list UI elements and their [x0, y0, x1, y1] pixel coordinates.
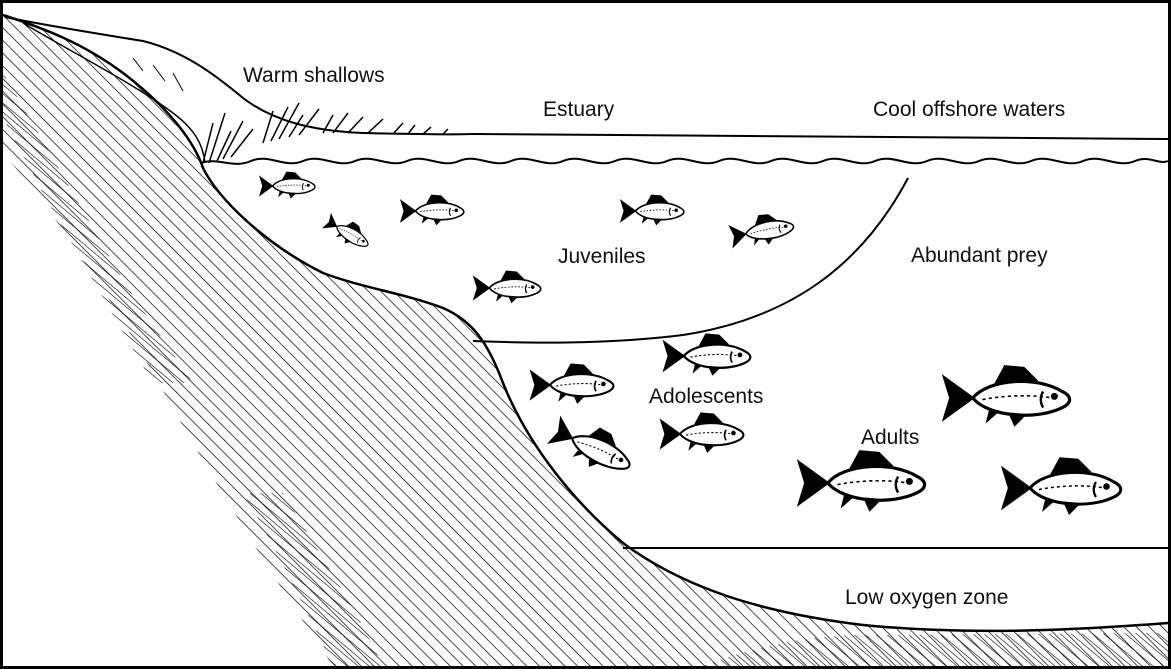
label-abundant-prey: Abundant prey — [911, 245, 1048, 266]
label-adolescents: Adolescents — [649, 386, 763, 407]
label-estuary: Estuary — [543, 99, 614, 120]
juvenile-zone-boundary — [473, 178, 908, 343]
water-surface — [201, 159, 1168, 164]
adolescent-fish — [531, 334, 750, 482]
label-low-oxygen-zone: Low oxygen zone — [845, 587, 1008, 608]
adult-fish — [799, 366, 1121, 515]
label-warm-shallows: Warm shallows — [243, 65, 385, 86]
label-adults: Adults — [861, 427, 919, 448]
label-cool-offshore-waters: Cool offshore waters — [873, 99, 1065, 120]
label-juveniles: Juveniles — [558, 246, 646, 267]
